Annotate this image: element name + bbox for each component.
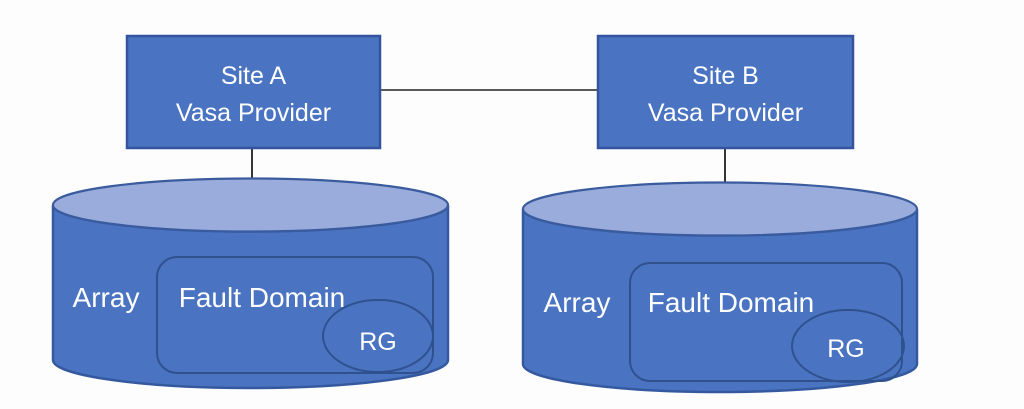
array-a-rg-outline (322, 299, 434, 373)
array-b-rg-outline (791, 309, 905, 383)
array-b-group: Array Fault Domain RG (521, 181, 919, 394)
array-b-label: Array (544, 287, 611, 318)
array-b-cylinder-top (521, 181, 919, 237)
site-a-box (125, 34, 382, 150)
array-b-fault-domain-outline (629, 262, 903, 382)
site-a-group: Site A Vasa Provider (125, 34, 382, 150)
array-a-fault-domain-label: Fault Domain (179, 282, 346, 313)
site-b-subtitle: Vasa Provider (648, 99, 803, 127)
array-b-rg-label: RG (827, 335, 865, 363)
site-a-subtitle: Vasa Provider (176, 99, 331, 127)
site-b-box (596, 34, 855, 150)
array-a-rg-label: RG (359, 328, 397, 356)
site-b-group: Site B Vasa Provider (596, 34, 855, 150)
array-b-fault-domain-label: Fault Domain (648, 287, 815, 318)
array-a-cylinder-top (51, 177, 450, 233)
site-a-title: Site A (221, 62, 287, 90)
array-a-group: Array Fault Domain RG (51, 177, 450, 390)
site-b-title: Site B (692, 62, 759, 90)
array-a-fault-domain-outline (156, 256, 434, 374)
array-a-label: Array (73, 282, 140, 313)
